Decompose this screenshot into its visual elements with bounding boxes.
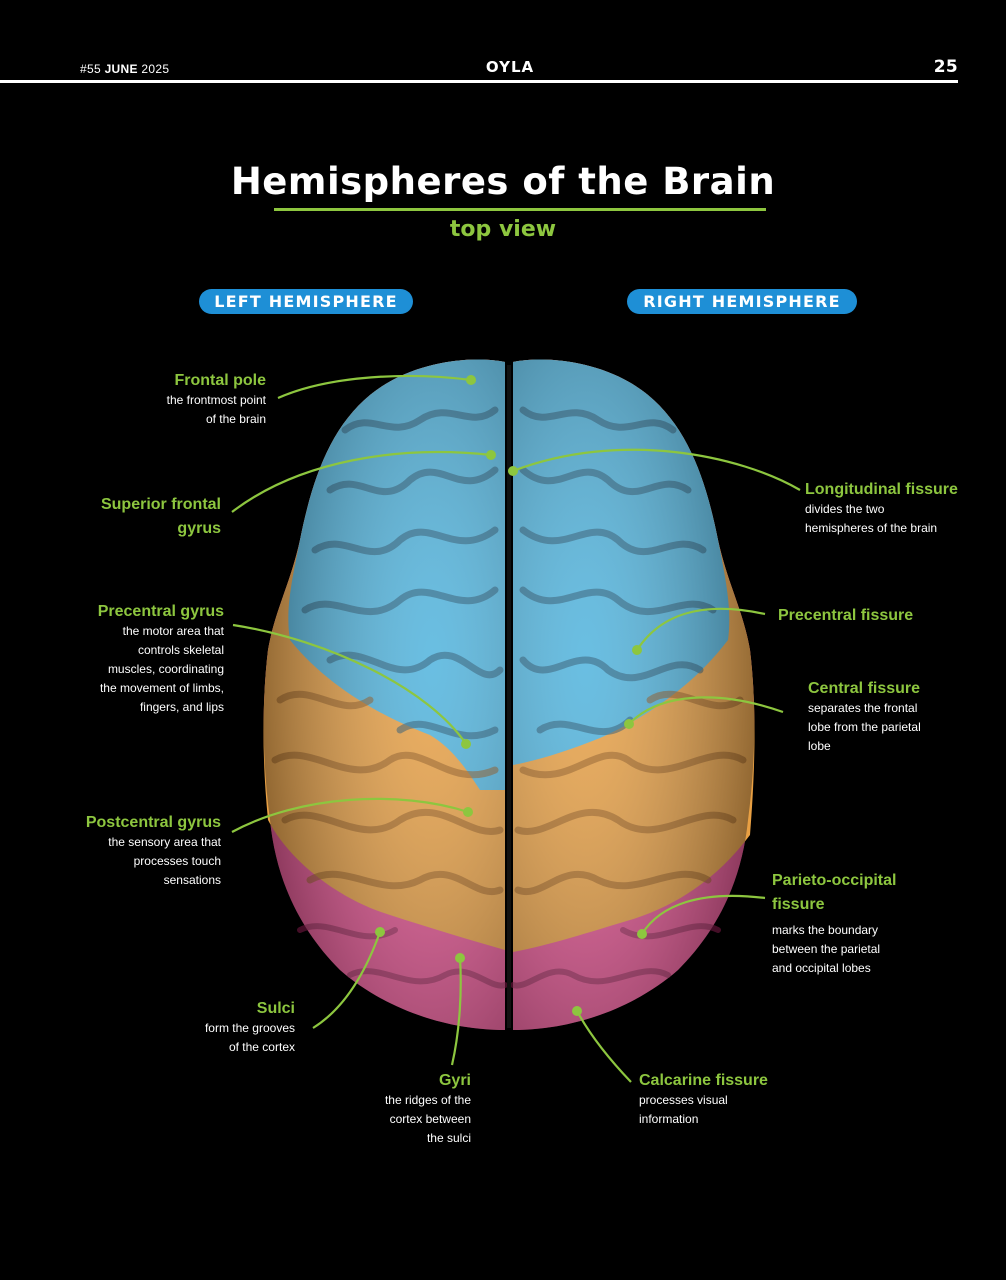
label-desc: of the cortex — [228, 1040, 295, 1054]
label-desc: of the brain — [205, 412, 266, 426]
label-desc: hemispheres of the brain — [805, 521, 938, 535]
label-title: Postcentral gyrus — [85, 814, 221, 831]
issue-month: JUNE — [104, 62, 138, 76]
label-desc: sensations — [163, 873, 221, 887]
label-desc: marks the boundary — [772, 923, 879, 937]
label-desc: the sulci — [426, 1131, 471, 1145]
label-longitudinal-fissure: Longitudinal fissure divides the two hem… — [805, 480, 995, 538]
label-desc: controls skeletal — [137, 643, 224, 657]
label-postcentral-gyrus: Postcentral gyrus the sensory area that … — [60, 813, 221, 890]
label-desc: muscles, coordinating — [107, 662, 224, 676]
label-title: Precentral fissure — [778, 607, 914, 624]
issue-year: 2025 — [141, 62, 170, 76]
label-title: Gyri — [438, 1072, 471, 1089]
page-subtitle: top view — [449, 217, 557, 242]
leader-calcarine-fissure — [576, 1010, 632, 1083]
label-desc: processes visual — [639, 1093, 728, 1107]
right-hemisphere-badge: RIGHT HEMISPHERE — [627, 289, 857, 314]
leader-central-fissure — [628, 696, 784, 725]
magazine-logo: OYLA — [485, 58, 535, 76]
leader-dots — [375, 375, 647, 1016]
label-calcarine-fissure: Calcarine fissure processes visual infor… — [639, 1071, 819, 1129]
label-desc: divides the two — [805, 502, 885, 516]
label-desc: the motor area that — [122, 624, 224, 638]
leader-gyri — [450, 957, 462, 1066]
label-desc: processes touch — [133, 854, 221, 868]
label-desc: the sensory area that — [108, 835, 221, 849]
leader-precentral-gyrus — [232, 623, 467, 745]
label-desc: information — [639, 1112, 699, 1126]
label-desc: lobe from the parietal — [808, 720, 921, 734]
label-title: Central fissure — [808, 680, 921, 697]
label-title: gyrus — [177, 520, 221, 537]
label-precentral-gyrus: Precentral gyrus the motor area that con… — [54, 602, 224, 717]
issue-number: #55 — [80, 62, 101, 76]
label-precentral-fissure: Precentral fissure — [778, 606, 968, 626]
left-hemisphere-badge: LEFT HEMISPHERE — [199, 289, 413, 314]
leader-lines — [231, 374, 801, 1083]
leader-superior-frontal-gyrus — [231, 451, 492, 513]
leader-longitudinal-fissure — [512, 448, 801, 491]
leader-sulci — [312, 931, 382, 1029]
leader-postcentral-gyrus — [231, 797, 469, 833]
label-central-fissure: Central fissure separates the frontal lo… — [808, 679, 988, 756]
label-desc: between the parietal — [772, 942, 881, 956]
label-parieto-occipital-fissure: Parieto-occipital fissure marks the boun… — [772, 871, 972, 978]
label-desc: the frontmost point — [166, 393, 266, 407]
label-gyri: Gyri the ridges of the cortex between th… — [330, 1071, 471, 1148]
label-title: Frontal pole — [174, 372, 266, 389]
page-number: 25 — [933, 57, 958, 77]
label-title: Sulci — [256, 1000, 295, 1017]
label-desc: fingers, and lips — [139, 700, 224, 714]
label-title: Superior frontal — [100, 496, 221, 513]
page-title: Hemispheres of the Brain — [230, 160, 776, 203]
leader-parieto-occipital-fissure — [641, 894, 766, 935]
title-underline — [274, 208, 766, 211]
label-title: Precentral gyrus — [97, 603, 224, 620]
label-desc: form the grooves — [204, 1021, 295, 1035]
leader-precentral-fissure — [636, 607, 766, 651]
header-rule — [0, 80, 958, 83]
leader-frontal-pole — [277, 374, 472, 400]
label-title: fissure — [772, 896, 825, 913]
label-desc: the ridges of the — [384, 1093, 471, 1107]
label-desc: lobe — [808, 739, 831, 753]
issue-info: #55 JUNE 2025 — [80, 62, 169, 86]
label-desc: the movement of limbs, — [99, 681, 224, 695]
label-desc: separates the frontal — [808, 701, 918, 715]
label-title: Parieto-occipital — [772, 872, 897, 889]
label-sulci: Sulci form the grooves of the cortex — [160, 999, 295, 1057]
label-title: Calcarine fissure — [639, 1072, 768, 1089]
right-hemisphere — [510, 359, 755, 1030]
label-title: Longitudinal fissure — [805, 481, 958, 498]
label-desc: and occipital lobes — [772, 961, 871, 975]
label-desc: cortex between — [389, 1112, 471, 1126]
label-superior-frontal-gyrus: Superior frontal gyrus — [60, 495, 221, 539]
label-frontal-pole: Frontal pole the frontmost point of the … — [96, 371, 266, 429]
